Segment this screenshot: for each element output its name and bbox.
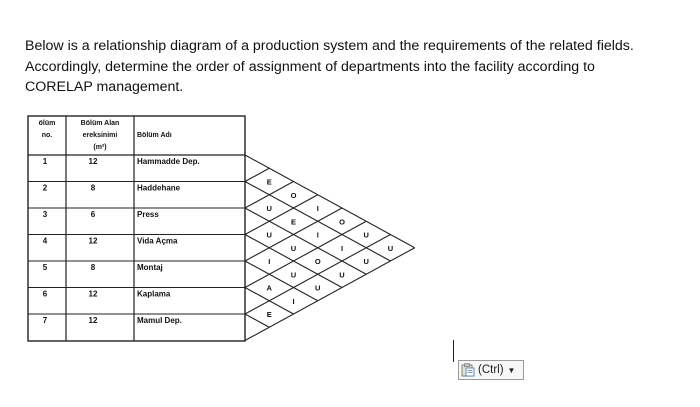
relationship-code: U: [339, 270, 344, 279]
relationship-code: I: [341, 244, 343, 253]
paste-options-label: (Ctrl): [478, 364, 504, 376]
matrix-line: [244, 260, 319, 302]
dept-area: 8: [91, 263, 96, 272]
dept-no: 6: [43, 290, 48, 299]
dept-area: 12: [89, 290, 98, 299]
matrix-line: [244, 181, 294, 209]
dept-no: 7: [43, 316, 48, 325]
relationship-code: I: [292, 297, 294, 306]
text-cursor: [453, 340, 454, 362]
matrix-line: [244, 154, 415, 249]
header-area-line3: (m²): [93, 144, 106, 151]
relationship-code: U: [291, 244, 296, 253]
dept-area: 8: [91, 184, 96, 193]
relationship-code: U: [364, 257, 369, 266]
matrix-line: [244, 207, 367, 275]
chevron-down-icon: ▼: [507, 365, 516, 375]
relationship-code: O: [339, 217, 345, 226]
relationship-code: E: [291, 217, 296, 226]
paste-options-button[interactable]: (Ctrl) ▼: [458, 360, 524, 380]
dept-no: 4: [43, 237, 48, 246]
dept-no: 2: [43, 184, 48, 193]
dept-name: Vida Açma: [137, 237, 178, 246]
matrix-line: [244, 207, 343, 262]
dept-no: 1: [43, 157, 48, 166]
relationship-code: O: [315, 257, 321, 266]
relationship-code: U: [291, 270, 296, 279]
matrix-line: [244, 247, 415, 341]
relationship-code: A: [267, 284, 273, 293]
question-line: Below is a relationship diagram of a pro…: [25, 38, 634, 54]
header-dept-no-line1: ölüm: [39, 120, 56, 127]
dept-name: Mamul Dep.: [137, 316, 182, 325]
relationship-code: I: [317, 231, 319, 240]
matrix-line: [244, 194, 319, 235]
header-area-line1: Bölüm Alan: [81, 120, 120, 127]
dept-name: Montaj: [137, 263, 163, 272]
matrix-line: [244, 234, 391, 315]
matrix-line: [244, 220, 367, 288]
dept-no: 5: [43, 263, 48, 272]
question-line: CORELAP management.: [25, 79, 184, 95]
relationship-code: U: [364, 231, 369, 240]
relationship-code: E: [267, 178, 272, 187]
relationship-code: E: [267, 310, 272, 319]
matrix-line: [244, 167, 270, 182]
table-border: [27, 115, 246, 342]
dept-name: Kaplama: [137, 290, 171, 299]
question-text: Below is a relationship diagram of a pro…: [25, 36, 695, 98]
dept-area: 12: [89, 316, 98, 325]
relationship-code: O: [291, 191, 297, 200]
relationship-code: U: [388, 244, 393, 253]
header-dept-name: Bölüm Adı: [137, 132, 172, 139]
relationship-code: U: [267, 231, 272, 240]
dept-name: Haddehane: [137, 184, 181, 193]
header-area-line2: ereksinimi: [83, 132, 118, 139]
dept-area: 12: [89, 157, 98, 166]
relationship-code: I: [268, 257, 270, 266]
relationship-code: U: [315, 284, 320, 293]
relationship-code: U: [267, 204, 272, 213]
dept-no: 3: [43, 210, 48, 219]
header-dept-no-line2: no.: [42, 132, 53, 139]
question-line: Accordingly, determine the order of assi…: [25, 58, 595, 75]
dept-name: Press: [137, 210, 159, 219]
relationship-code: I: [317, 204, 319, 213]
clipboard-icon: [461, 363, 475, 377]
matrix-line: [244, 313, 270, 328]
dept-area: 12: [89, 237, 98, 246]
dept-area: 6: [91, 210, 96, 219]
dept-name: Hammadde Dep.: [137, 157, 200, 166]
